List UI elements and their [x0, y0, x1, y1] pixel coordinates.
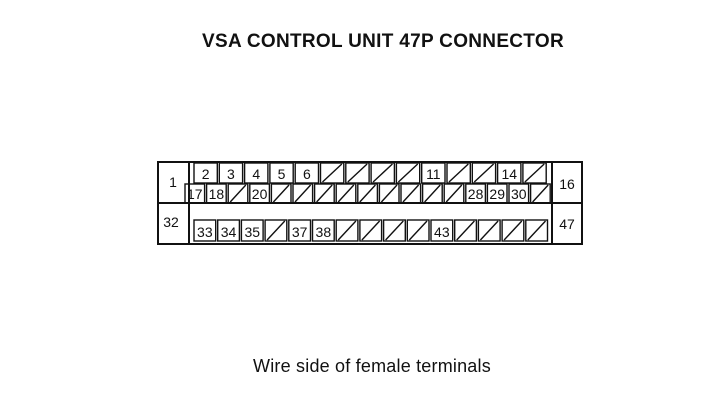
terminal-number: 33 [197, 224, 213, 240]
terminal-cell [446, 162, 471, 184]
terminal-number: 30 [511, 186, 527, 202]
terminal-cell: 2 [193, 162, 218, 184]
terminal-number: 29 [489, 186, 505, 202]
terminal-cell [359, 219, 383, 242]
terminal-cell: 33 [193, 219, 217, 242]
terminal-cell [406, 219, 430, 242]
terminal-cell: 38 [311, 219, 335, 242]
terminal-cell [319, 162, 345, 184]
unused-slash [408, 220, 428, 241]
terminal-number: 34 [221, 224, 237, 240]
terminal-cell [313, 183, 335, 204]
terminal-cell [378, 183, 400, 204]
terminal-number: 37 [292, 224, 308, 240]
unused-slash [473, 163, 495, 183]
terminal-number: 6 [303, 166, 311, 182]
terminal-cell [335, 183, 357, 204]
terminal-cell: 5 [269, 162, 294, 184]
terminal-number: 14 [501, 166, 517, 182]
terminal-cell [345, 162, 370, 184]
terminal-cell: 29 [486, 183, 508, 204]
terminal-cell: 11 [421, 162, 446, 184]
side-terminal-number: 16 [559, 176, 575, 192]
terminal-cell [501, 219, 525, 242]
terminal-cell [227, 183, 249, 204]
terminal-number: 11 [426, 166, 441, 182]
terminal-cell [264, 219, 288, 242]
terminal-cell: 20 [249, 183, 271, 204]
unused-slash [479, 220, 499, 241]
terminal-cell [270, 183, 292, 204]
terminal-number: 38 [316, 224, 332, 240]
terminal-cell [522, 162, 547, 184]
terminal-cell: 3 [218, 162, 244, 184]
terminal-cell [400, 183, 422, 204]
terminal-number: 4 [252, 166, 260, 182]
unused-slash [532, 184, 549, 203]
terminal-cell [357, 183, 379, 204]
terminal-number: 18 [209, 186, 225, 202]
unused-slash [385, 220, 404, 241]
terminal-cell [421, 183, 443, 204]
side-terminal-number: 1 [169, 174, 177, 190]
terminal-cell: 28 [465, 183, 487, 204]
terminal-cell: 4 [243, 162, 269, 184]
unused-slash [445, 184, 463, 203]
terminal-cell [477, 219, 501, 242]
terminal-cell [525, 219, 549, 242]
terminal-cell [382, 219, 407, 242]
unused-slash [361, 220, 381, 241]
unused-slash [380, 184, 398, 203]
unused-slash [347, 163, 368, 183]
unused-slash [524, 163, 545, 183]
unused-slash [294, 184, 312, 203]
unused-slash [337, 220, 357, 241]
terminal-number: 2 [202, 166, 210, 182]
unused-slash [272, 184, 290, 203]
terminal-number: 35 [244, 224, 260, 240]
terminal-number: 43 [434, 224, 450, 240]
terminal-cell [443, 183, 465, 204]
terminal-cell: 37 [288, 219, 312, 242]
terminal-number: 28 [468, 186, 484, 202]
diagram-caption: Wire side of female terminals [253, 356, 491, 376]
terminal-cell [395, 162, 421, 184]
terminal-number: 5 [278, 166, 286, 182]
unused-slash [337, 184, 355, 203]
unused-slash [359, 184, 376, 203]
unused-slash [527, 220, 547, 241]
unused-slash [503, 220, 523, 241]
side-terminal-number: 32 [163, 214, 179, 230]
terminal-cell: 30 [508, 183, 530, 204]
terminal-number: 3 [227, 166, 235, 182]
terminal-cell: 18 [205, 183, 227, 204]
unused-slash [456, 220, 475, 241]
unused-slash [448, 163, 469, 183]
terminal-cell: 43 [430, 219, 454, 242]
side-terminal-number: 47 [559, 216, 575, 232]
terminal-cell [335, 219, 359, 242]
terminal-number: 20 [252, 186, 268, 202]
terminal-cell [471, 162, 497, 184]
unused-slash [229, 184, 247, 203]
terminal-cell: 34 [216, 219, 241, 242]
terminal-cell [529, 183, 551, 204]
terminal-number: 17 [187, 186, 203, 202]
terminal-cell: 17 [184, 183, 206, 204]
unused-slash [316, 184, 333, 203]
terminal-cell: 14 [496, 162, 522, 184]
terminal-cell [370, 162, 396, 184]
terminal-cell [292, 183, 314, 204]
diagram-title: VSA CONTROL UNIT 47P CONNECTOR [202, 31, 564, 52]
unused-slash [397, 163, 419, 183]
unused-slash [266, 220, 286, 241]
unused-slash [372, 163, 393, 183]
unused-slash [424, 184, 441, 203]
unused-slash [322, 163, 343, 183]
terminal-cell [454, 219, 478, 242]
unused-slash [402, 184, 420, 203]
terminal-cell: 35 [240, 219, 264, 242]
terminal-cell: 6 [294, 162, 320, 184]
